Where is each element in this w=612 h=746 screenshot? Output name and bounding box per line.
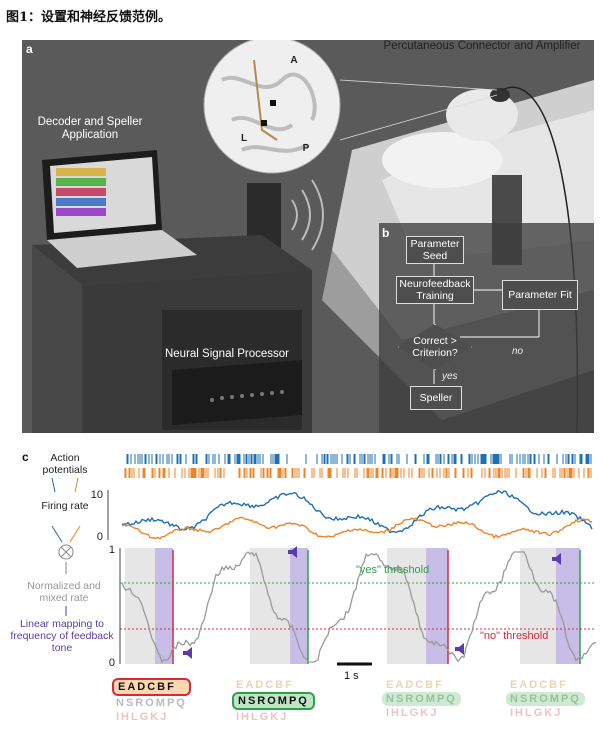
panel-b-letter: b bbox=[382, 226, 390, 240]
speller-row: NSROMPQ bbox=[232, 692, 315, 710]
speller-grid-4: EADCBF NSROMPQ IHLGKJ bbox=[506, 678, 585, 720]
speaker-icon bbox=[183, 546, 561, 659]
speller-box: Speller bbox=[410, 386, 462, 410]
brain-marker-p: P bbox=[302, 143, 310, 154]
speller-grid-2: EADCBF NSROMPQ IHLGKJ bbox=[232, 678, 315, 724]
no-threshold-label: "no" threshold bbox=[480, 630, 549, 642]
neurofeedback-box: Neurofeedback Training bbox=[396, 276, 474, 304]
speller-row: EADCBF bbox=[112, 678, 191, 696]
parameter-fit-box: Parameter Fit bbox=[502, 280, 578, 310]
speller-row: IHLGKJ bbox=[510, 707, 563, 719]
scale-bar-label: 1 s bbox=[344, 670, 359, 682]
panel-c-letter: c bbox=[22, 450, 29, 464]
nm-tick-bottom: 0 bbox=[109, 657, 115, 669]
speller-row: EADCBF bbox=[510, 679, 568, 691]
firing-rate-label: Firing rate bbox=[41, 500, 89, 512]
speller-row: IHLGKJ bbox=[116, 711, 169, 723]
processor-label: Neural Signal Processor bbox=[164, 348, 289, 360]
setup-illustration: a Percutaneous Connector and Amplifier D… bbox=[22, 40, 594, 433]
fr-tick-bottom: 0 bbox=[97, 531, 103, 543]
speller-row: EADCBF bbox=[386, 679, 444, 691]
speller-grid-1: EADCBF NSROMPQ IHLGKJ bbox=[112, 678, 191, 724]
speller-grid-3: EADCBF NSROMPQ IHLGKJ bbox=[382, 678, 461, 720]
speller-row: NSROMPQ bbox=[506, 692, 585, 706]
normalized-label: Normalized and mixed rate bbox=[27, 580, 101, 604]
speller-row: NSROMPQ bbox=[382, 692, 461, 706]
brain-marker-l: L bbox=[240, 133, 248, 144]
decoder-label: Decoder and Speller Application bbox=[37, 116, 143, 141]
connector-label: Percutaneous Connector and Amplifier bbox=[383, 40, 581, 52]
panel-a-letter: a bbox=[26, 42, 33, 56]
parameter-seed-box: Parameter Seed bbox=[406, 236, 464, 264]
brain-marker-a: A bbox=[290, 55, 298, 66]
fr-tick-top: 10 bbox=[91, 489, 103, 501]
speller-row: EADCBF bbox=[236, 679, 294, 691]
linear-mapping-label: Linear mapping to frequency of feedback … bbox=[10, 618, 114, 654]
speller-row: NSROMPQ bbox=[116, 697, 187, 709]
panel-c: c Action potentials Firing rate Normaliz… bbox=[0, 440, 612, 746]
no-label: no bbox=[512, 346, 524, 357]
action-potentials-label: Action potentials bbox=[42, 452, 88, 476]
speller-row: IHLGKJ bbox=[236, 711, 289, 723]
neural-traces: 10 0 1 0 bbox=[51, 454, 597, 669]
figure-caption: 图1：设置和神经反馈范例。 bbox=[6, 10, 172, 25]
yes-label: yes bbox=[442, 371, 458, 382]
speller-row: IHLGKJ bbox=[386, 707, 439, 719]
nm-tick-top: 1 bbox=[109, 544, 115, 556]
yes-threshold-label: "yes" threshold bbox=[356, 564, 430, 576]
setup-scene bbox=[22, 40, 594, 433]
